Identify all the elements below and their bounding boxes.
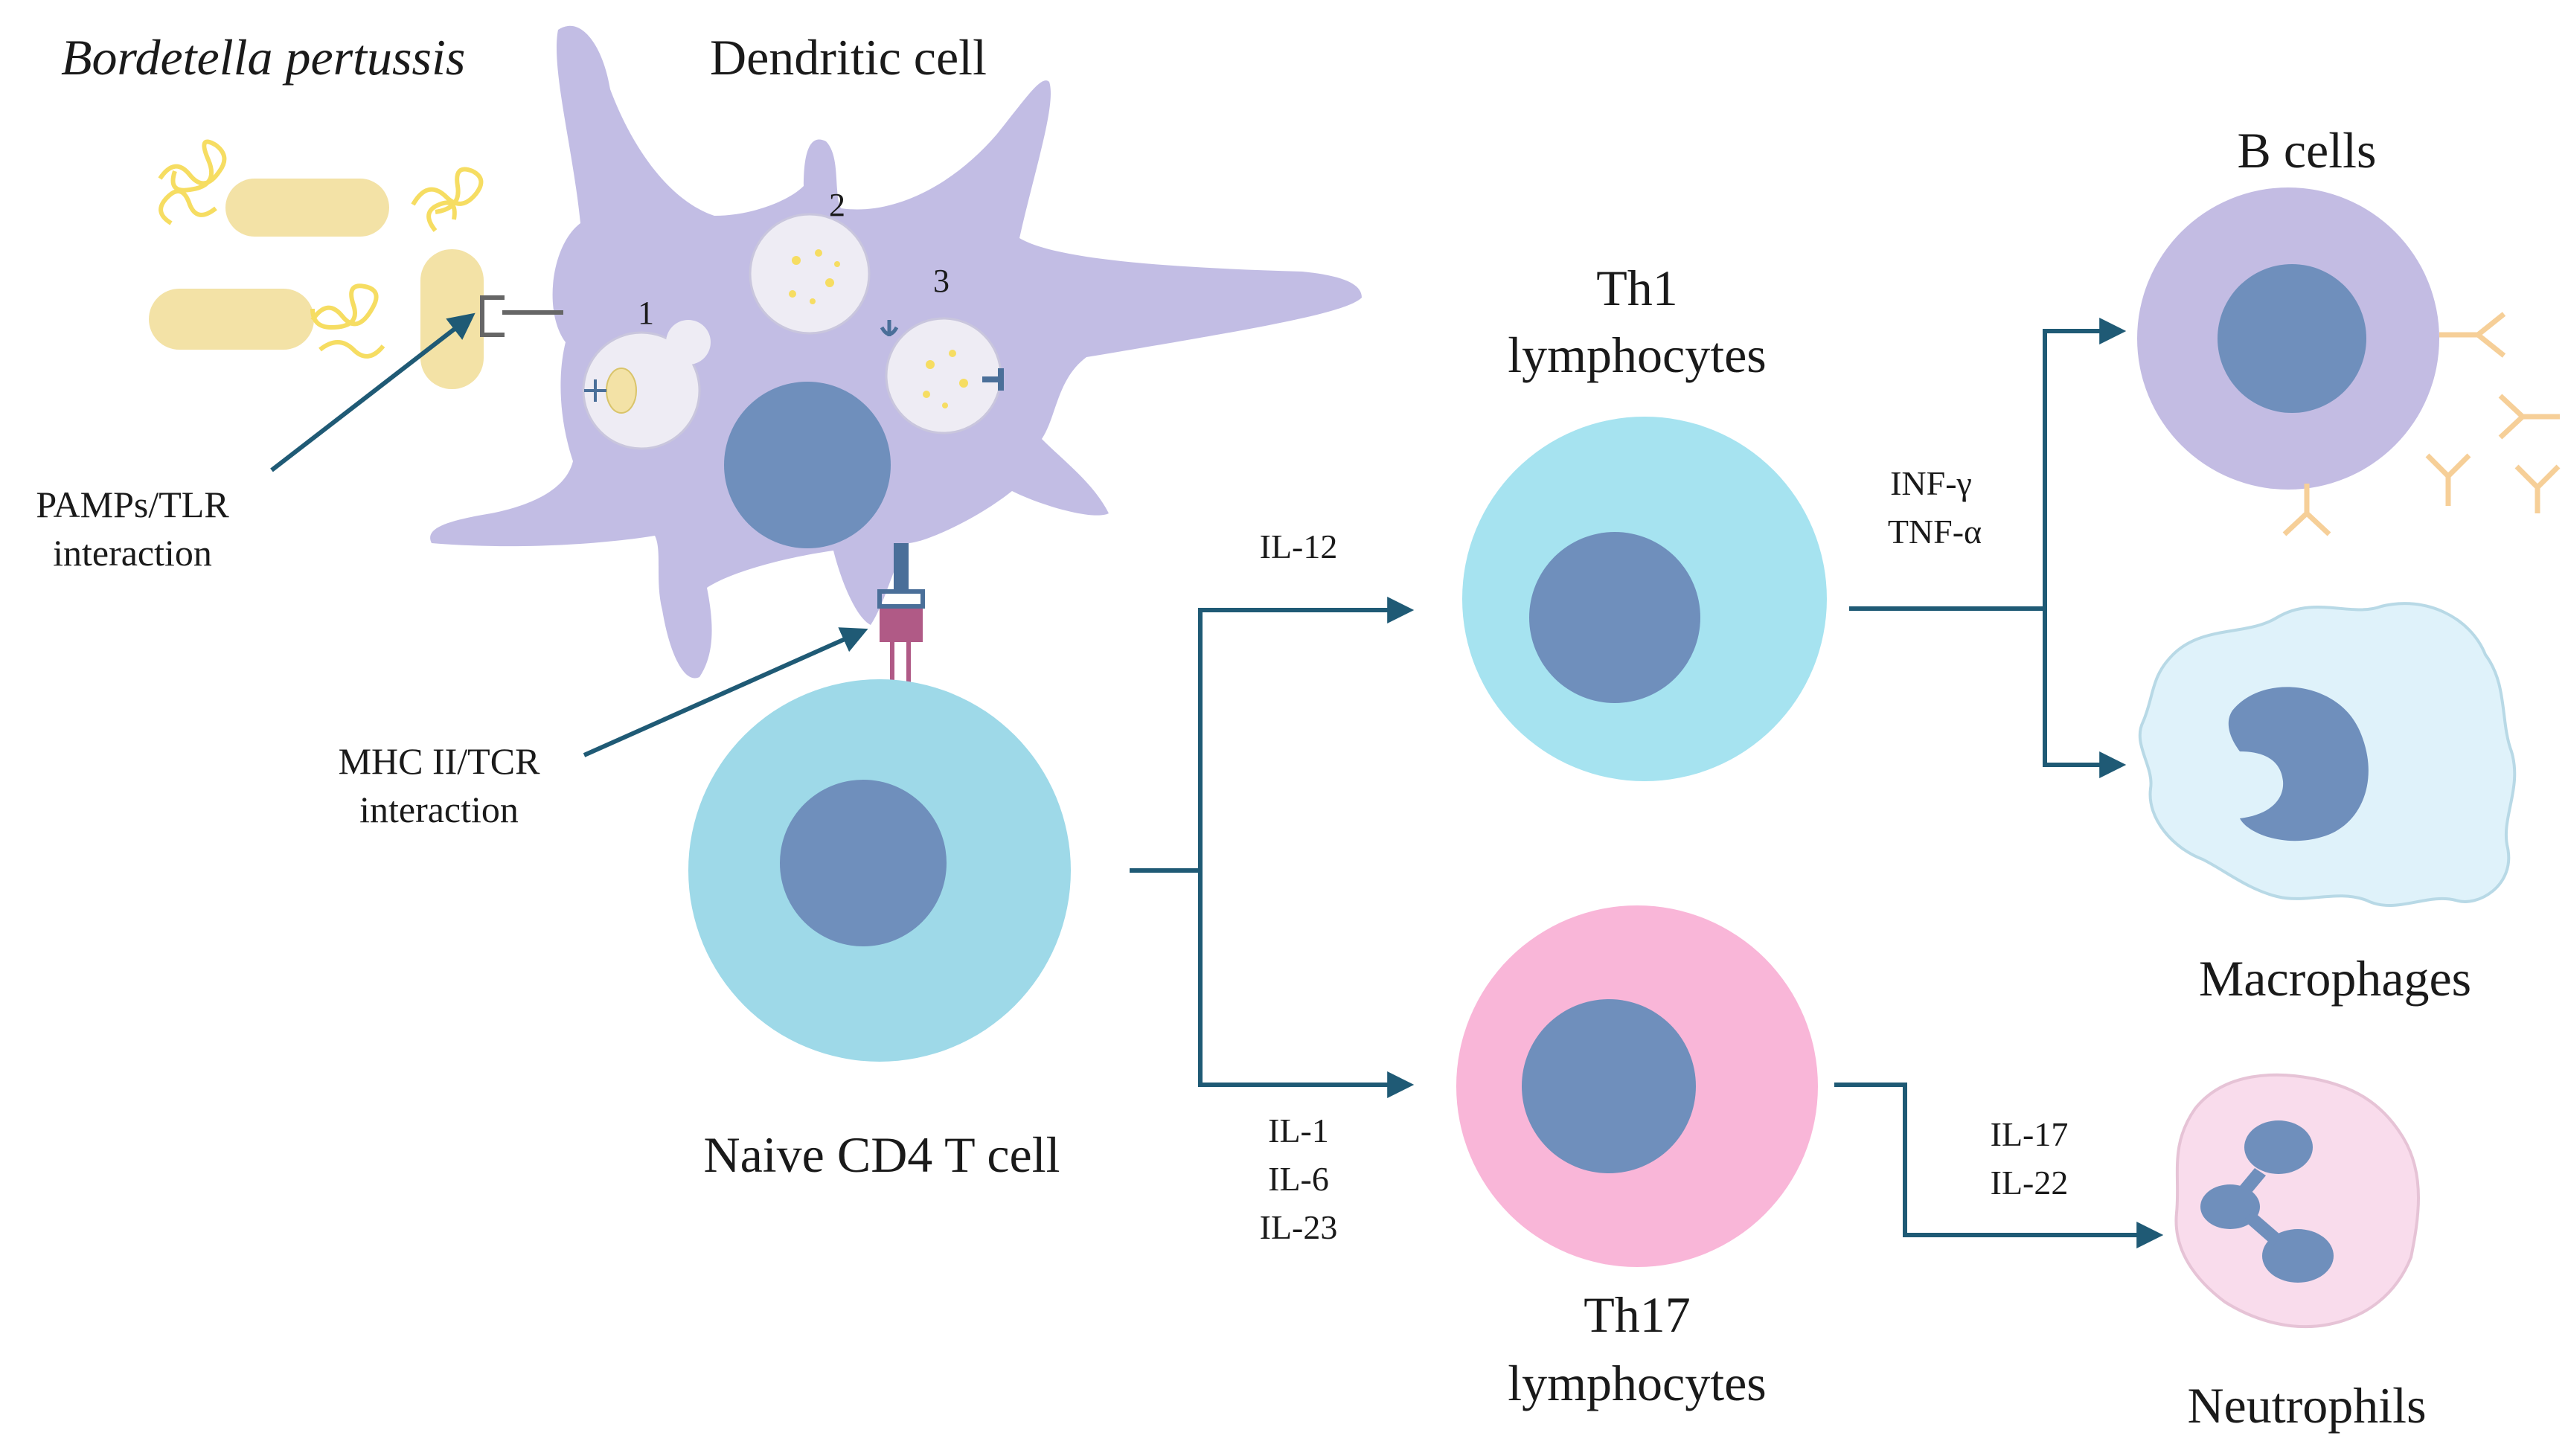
b-cell xyxy=(2137,187,2439,490)
flagella-icon xyxy=(158,139,484,359)
naive-cell-nucleus xyxy=(780,780,947,946)
pamps-tlr-label-line2: interaction xyxy=(53,532,212,574)
th17-cell xyxy=(1456,905,1818,1267)
dendritic-cell-label: Dendritic cell xyxy=(710,29,987,86)
macrophage-nucleus xyxy=(2228,687,2369,841)
antibody-icon xyxy=(2282,312,2561,536)
pamps-pointer-arrow xyxy=(270,312,476,472)
step-2-label: 2 xyxy=(829,187,845,223)
step-1-label: 1 xyxy=(638,295,654,331)
il12-label: IL-12 xyxy=(1260,527,1338,565)
th17-cell-nucleus xyxy=(1522,999,1696,1173)
b-cells-label: B cells xyxy=(2238,122,2377,179)
macrophages-label: Macrophages xyxy=(2199,950,2471,1007)
il17-label: IL-17 xyxy=(1991,1115,2069,1153)
bacterium-bound xyxy=(420,249,484,389)
th1-cell-nucleus xyxy=(1529,532,1700,703)
th17-label-line2: lymphocytes xyxy=(1508,1355,1767,1411)
bacterium xyxy=(225,179,389,237)
th17-to-neutrophil-arrow xyxy=(1834,1083,2164,1248)
th1-to-bcell-arrow xyxy=(2043,318,2127,609)
th1-label-line1: Th1 xyxy=(1596,260,1678,316)
phagosome-2 xyxy=(749,213,871,335)
mhc-tcr-complex-icon xyxy=(877,543,925,682)
th1-label-line2: lymphocytes xyxy=(1508,327,1767,383)
neutrophil-nucleus xyxy=(2200,1120,2334,1283)
th1-to-macrophage-arrow xyxy=(2043,609,2127,778)
bacteria-label: Bordetella pertussis xyxy=(61,29,465,86)
neutrophils-label: Neutrophils xyxy=(2187,1377,2426,1434)
il1-label: IL-1 xyxy=(1268,1112,1329,1149)
neutrophil xyxy=(2174,1073,2420,1329)
pamps-tlr-label-line1: PAMPs/TLR xyxy=(36,484,229,525)
mhc-tcr-label-line1: MHC II/TCR xyxy=(339,740,541,782)
bordetella-bacteria-group xyxy=(149,139,484,389)
il22-label: IL-22 xyxy=(1991,1164,2069,1202)
mhc-tcr-label-line2: interaction xyxy=(359,789,519,830)
inf-gamma-label: INF-γ xyxy=(1890,464,1972,502)
th1-cell xyxy=(1462,417,1827,781)
naive-to-th17-arrow xyxy=(1198,870,1415,1098)
tlr-receptor-icon xyxy=(480,295,563,337)
phagosome-3 xyxy=(880,317,1004,434)
b-cell-nucleus xyxy=(2218,264,2366,413)
dendritic-cell xyxy=(430,25,1362,679)
macrophage xyxy=(2138,602,2517,908)
il6-label: IL-6 xyxy=(1268,1160,1329,1198)
tnf-alpha-label: TNF-α xyxy=(1888,513,1982,551)
step-3-label: 3 xyxy=(933,263,950,299)
naive-cd4-t-cell xyxy=(688,679,1071,1062)
bacterium xyxy=(149,289,314,350)
phagosome-1 xyxy=(582,320,711,450)
il23-label: IL-23 xyxy=(1260,1208,1338,1246)
th17-label-line1: Th17 xyxy=(1584,1286,1691,1343)
naive-cd4-label: Naive CD4 T cell xyxy=(703,1126,1060,1183)
naive-to-th1-arrow xyxy=(1198,597,1415,870)
mhc-pointer-arrow xyxy=(583,627,868,757)
arrows xyxy=(270,312,2164,1248)
dendritic-cell-nucleus xyxy=(724,382,891,548)
